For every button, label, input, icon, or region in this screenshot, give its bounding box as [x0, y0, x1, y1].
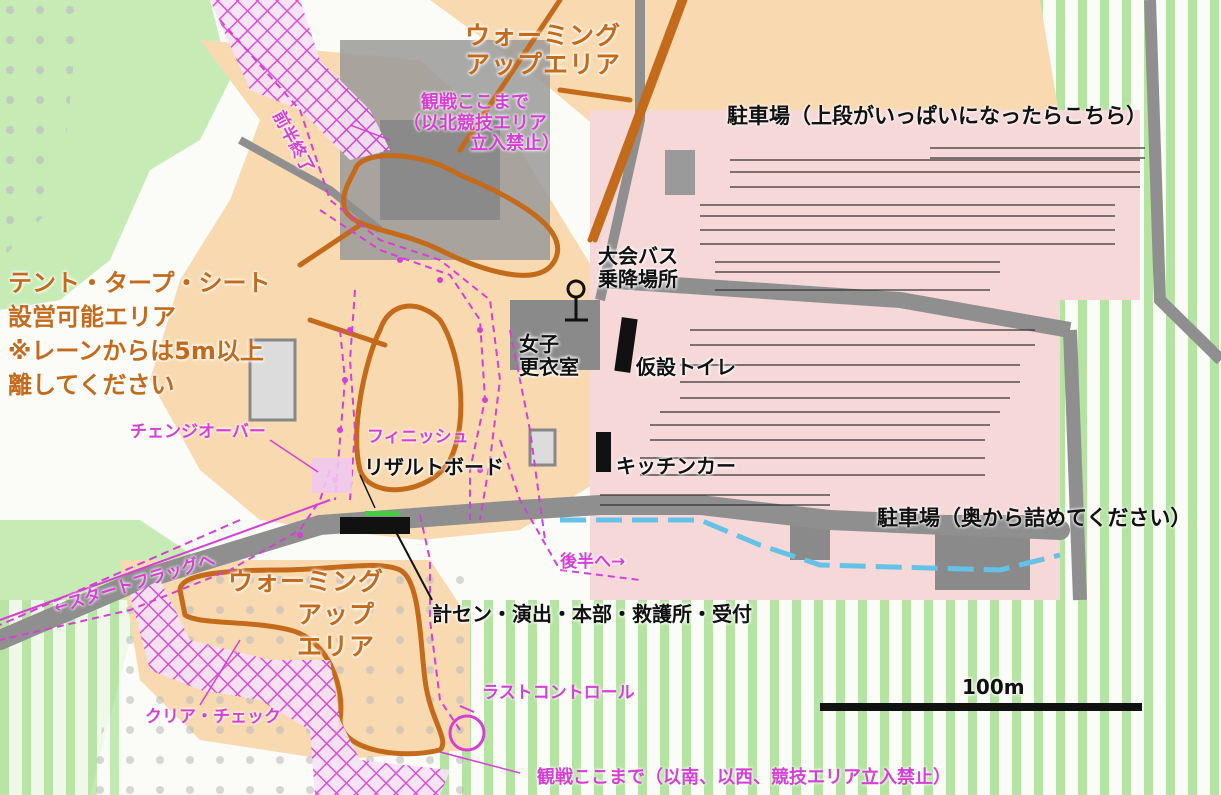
spectator-south-label: 観戦ここまで（以南、以西、競技エリア立入禁止） [537, 767, 951, 788]
parking-rows [600, 147, 1145, 506]
last-control-circle [448, 714, 486, 752]
warmup-south-label: ウォーミング アップ エリア [228, 567, 385, 661]
parking-upper-label: 駐車場（上段がいっぱいになったらこちら） [727, 104, 1147, 128]
temp-toilet-marker [614, 317, 638, 373]
building [665, 150, 695, 195]
bus-stop-symbol [565, 279, 588, 322]
tent-area-label: テント・タープ・シート 設営可能エリア ※レーンからは5m以上 離してください [8, 269, 271, 400]
arrow-line-start-2 [0, 519, 241, 626]
oob-south [130, 580, 450, 795]
building [510, 300, 600, 370]
kitchen-car-marker [596, 432, 611, 472]
to-second-half-label: 後半へ→ [560, 552, 626, 572]
course-lanes [0, 19, 641, 731]
bus-stop-label: 大会バス 乗降場所 [598, 244, 678, 291]
road-upper [599, 272, 1072, 338]
headquarters-marker [340, 517, 410, 534]
scale-label: 100m [962, 675, 1025, 699]
womens-changing-label: 女子 更衣室 [519, 332, 579, 379]
scale-bar [820, 703, 1142, 711]
oob-north [210, 0, 390, 160]
clear-check-label: クリア・チェック [145, 707, 281, 727]
open-land-north [430, 0, 1060, 130]
changeover-zone [312, 458, 352, 493]
forest-stripes-south [440, 600, 1060, 795]
stream [560, 517, 1061, 573]
finish-island-boundary [354, 303, 464, 493]
temp-toilet-label: 仮設トイレ [636, 355, 736, 379]
warmup-north-boundary [341, 153, 561, 278]
headquarters-label: 計セン・演出・本部・救護所・受付 [432, 602, 752, 626]
changeover-label: チェンジオーバー [130, 422, 266, 442]
result-board-label: リザルトボード [364, 455, 504, 479]
road-ne [1144, 0, 1221, 365]
building [248, 338, 297, 422]
warmup-south-boundary [177, 563, 446, 757]
building [380, 120, 500, 220]
path-west [238, 136, 383, 234]
last-control-label: ラストコントロール [482, 683, 635, 703]
spectator-north-label: 観戦ここまで （以北競技エリア 立入禁止） [403, 92, 560, 155]
building [528, 428, 557, 467]
finish-label: フィニッシュ [367, 427, 469, 447]
kitchen-car-label: キッチンカー [616, 454, 736, 478]
warmup-north-label: ウォーミング アップエリア [465, 21, 622, 79]
road-main [0, 495, 1070, 650]
result-board-marker [365, 511, 400, 516]
parking-lower-label: 駐車場（奥から詰めてください） [877, 506, 1192, 530]
road-east [1063, 329, 1087, 601]
tape-boundaries [177, 0, 688, 757]
